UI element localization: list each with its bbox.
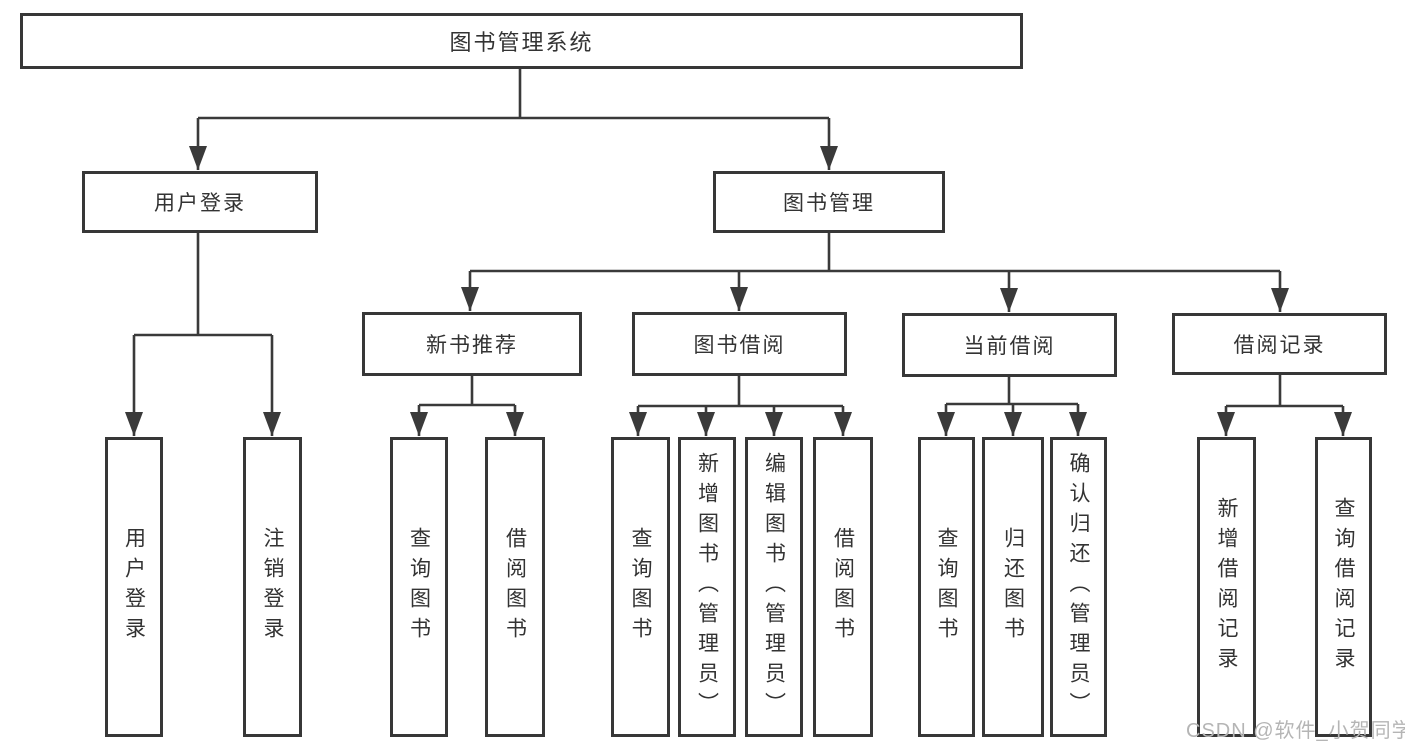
node-label: 查询图书 xyxy=(935,527,958,647)
node-label: 借阅记录 xyxy=(1233,334,1326,357)
node-label: 借阅图书 xyxy=(831,527,855,647)
leaf-add-book-admin: 新增图书（管理员） xyxy=(678,437,736,737)
leaf-query-book-2: 查询图书 xyxy=(611,437,670,737)
node-label: 归还图书 xyxy=(1001,527,1025,647)
leaf-borrow-book-1: 借阅图书 xyxy=(485,437,545,737)
node-label: 查询借阅记录 xyxy=(1332,497,1355,677)
csdn-watermark: CSDN @软件_小贺同学 xyxy=(1186,720,1405,742)
node-book-management-branch: 图书管理 xyxy=(713,171,945,233)
node-root-library-system: 图书管理系统 xyxy=(20,13,1023,69)
node-label: 确认归还（管理员） xyxy=(1067,452,1090,722)
node-label: 借阅图书 xyxy=(503,527,527,647)
node-label: 新书推荐 xyxy=(426,334,518,357)
leaf-user-login: 用户登录 xyxy=(105,437,163,737)
leaf-query-borrow-record: 查询借阅记录 xyxy=(1315,437,1372,737)
node-book-borrow: 图书借阅 xyxy=(632,312,847,376)
node-current-borrow: 当前借阅 xyxy=(902,313,1117,377)
leaf-query-book-1: 查询图书 xyxy=(390,437,448,737)
node-label: 编辑图书（管理员） xyxy=(762,452,786,722)
leaf-edit-book-admin: 编辑图书（管理员） xyxy=(745,437,803,737)
node-label: 新增图书（管理员） xyxy=(695,452,719,722)
node-label: 查询图书 xyxy=(407,527,431,647)
node-label: 用户登录 xyxy=(154,192,246,215)
node-label: 新增借阅记录 xyxy=(1215,497,1238,677)
node-user-login-branch: 用户登录 xyxy=(82,171,318,233)
leaf-query-book-3: 查询图书 xyxy=(918,437,975,737)
node-borrow-records: 借阅记录 xyxy=(1172,313,1387,375)
leaf-add-borrow-record: 新增借阅记录 xyxy=(1197,437,1256,737)
node-label: 图书管理 xyxy=(783,192,875,215)
leaf-return-book: 归还图书 xyxy=(982,437,1044,737)
node-label: 图书管理系统 xyxy=(449,30,594,55)
node-new-book-recommend: 新书推荐 xyxy=(362,312,582,376)
node-label: 查询图书 xyxy=(629,527,652,647)
node-label: 图书借阅 xyxy=(693,334,786,357)
leaf-confirm-return-admin: 确认归还（管理员） xyxy=(1050,437,1107,737)
leaf-borrow-book-2: 借阅图书 xyxy=(813,437,873,737)
node-label: 注销登录 xyxy=(261,527,284,647)
node-label: 当前借阅 xyxy=(963,335,1056,358)
leaf-logout: 注销登录 xyxy=(243,437,302,737)
node-label: 用户登录 xyxy=(122,527,146,647)
